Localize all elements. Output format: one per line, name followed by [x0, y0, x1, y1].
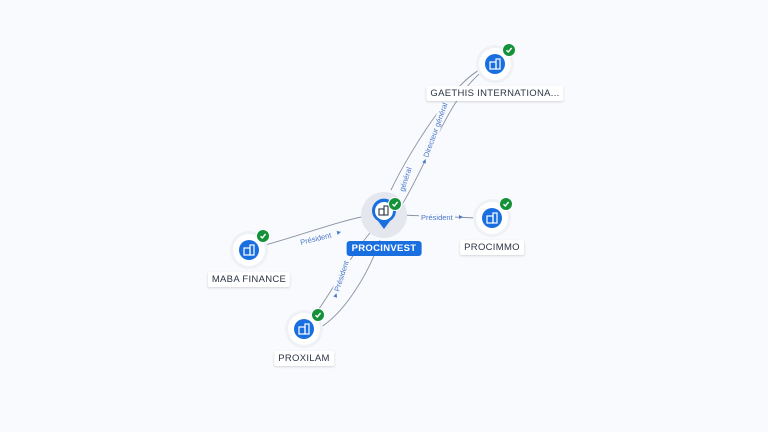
node-bubble[interactable] — [288, 308, 325, 345]
node-bubble[interactable] — [479, 43, 516, 80]
verified-check-icon — [502, 43, 516, 57]
verified-check-icon — [311, 308, 325, 322]
node-label[interactable]: PROXILAM — [274, 351, 334, 366]
verified-check-icon — [499, 197, 513, 211]
node-label[interactable]: GAETHIS INTERNATIONA... — [426, 86, 564, 101]
edge-label-procimmo: Président — [421, 213, 454, 222]
building-icon — [489, 58, 501, 70]
arrow-icon — [333, 293, 338, 298]
verified-check-icon — [256, 229, 270, 243]
node-label[interactable]: PROCIMMO — [460, 240, 524, 255]
building-icon — [243, 244, 255, 256]
arrow-icon — [422, 159, 426, 164]
node-bubble[interactable] — [476, 197, 513, 234]
arrow-icon — [336, 230, 342, 235]
node-label[interactable]: MABA FINANCE — [207, 272, 291, 287]
node-bubble[interactable] — [233, 229, 270, 266]
building-icon — [486, 212, 498, 224]
building-icon — [298, 323, 310, 335]
center-node-label[interactable]: PROCINVEST — [346, 241, 422, 256]
edge-gaethis-inner — [399, 65, 491, 209]
verified-check-icon — [388, 197, 402, 211]
building-icon — [378, 205, 389, 216]
edge-label-proxilam: Président — [332, 259, 351, 293]
arrow-icon — [459, 215, 463, 219]
